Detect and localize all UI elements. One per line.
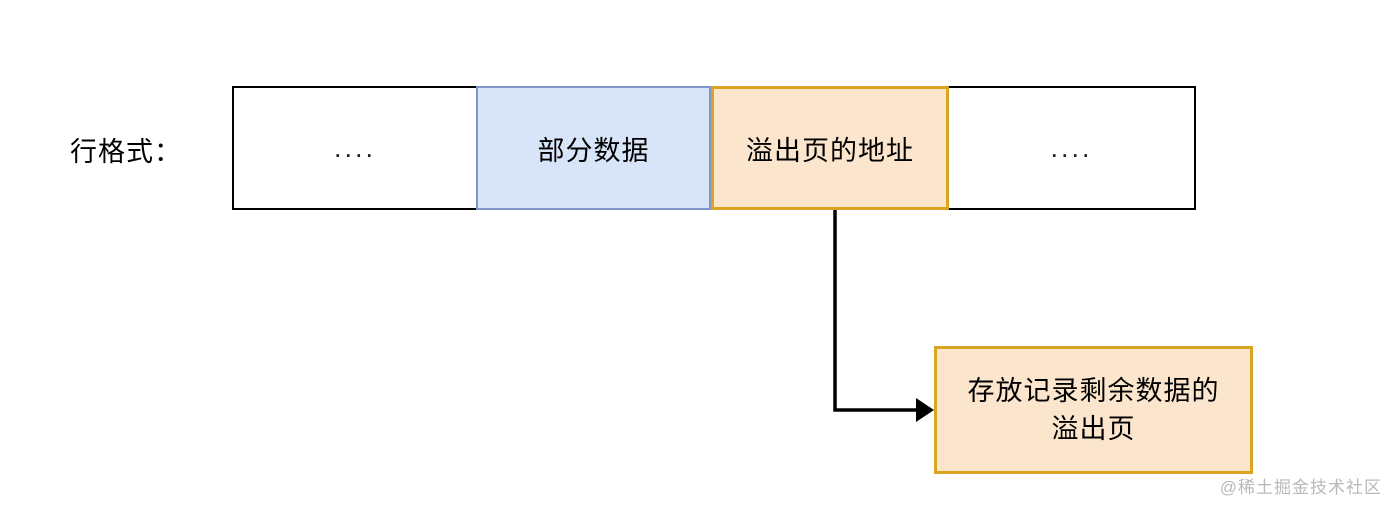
watermark: @稀土掘金技术社区: [1219, 478, 1382, 497]
partial-data-text: 部分数据: [537, 135, 650, 166]
overflow-page-box-text: 存放记录剩余数据的 溢出页: [968, 372, 1220, 448]
connector-elbow-line: [833, 210, 916, 412]
trailing-ellipsis-text: ....: [1050, 132, 1093, 163]
connector-arrowhead-icon: [916, 398, 934, 422]
record-cell-leading-ellipsis: ....: [232, 86, 476, 210]
overflow-page-address-text: 溢出页的地址: [746, 135, 914, 166]
record-format-row: .... 部分数据 溢出页的地址 ....: [232, 86, 1196, 210]
overflow-page-box-line1: 存放记录剩余数据的: [967, 376, 1220, 406]
row-format-label: 行格式：: [70, 137, 182, 167]
record-cell-overflow-page-address: 溢出页的地址: [711, 86, 949, 210]
leading-ellipsis-text: ....: [333, 132, 376, 163]
record-cell-trailing-ellipsis: ....: [949, 86, 1196, 210]
overflow-page-box: 存放记录剩余数据的 溢出页: [934, 346, 1253, 474]
overflow-page-box-line2: 溢出页: [1051, 414, 1136, 444]
record-cell-partial-data: 部分数据: [476, 86, 711, 210]
